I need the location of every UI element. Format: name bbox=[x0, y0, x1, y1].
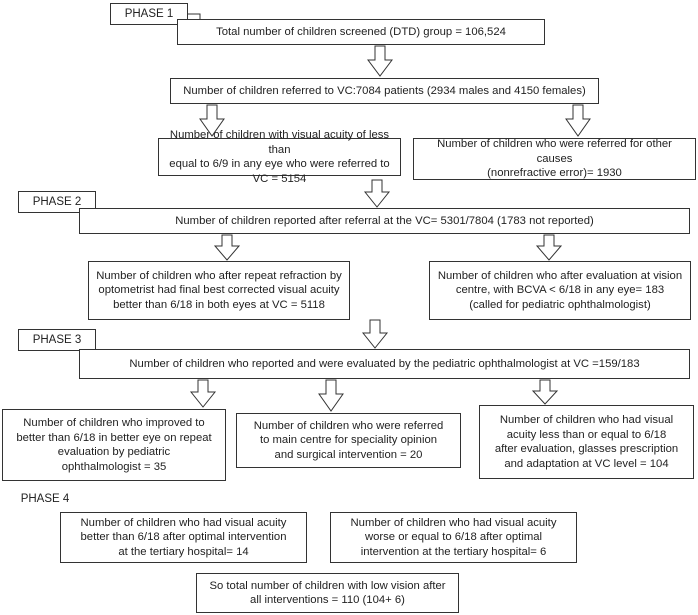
down-arrow-icon bbox=[531, 379, 559, 405]
down-arrow-icon bbox=[189, 379, 217, 408]
other-causes-box: Number of children who were referred for… bbox=[413, 138, 696, 180]
down-arrow-icon bbox=[535, 234, 563, 261]
reported-vc-box: Number of children reported after referr… bbox=[79, 208, 690, 234]
referred-vc-box: Number of children referred to VC:7084 p… bbox=[170, 78, 599, 104]
repeat-refraction-box: Number of children who after repeat refr… bbox=[88, 261, 350, 320]
better-tertiary-box: Number of children who had visual acuity… bbox=[60, 512, 307, 563]
phase-2-label: PHASE 2 bbox=[18, 191, 96, 213]
phase-4-label: PHASE 4 bbox=[6, 488, 84, 510]
glasses-box: Number of children who had visual acuity… bbox=[479, 405, 694, 479]
down-arrow-icon bbox=[367, 45, 393, 77]
phase-3-label: PHASE 3 bbox=[18, 329, 96, 351]
down-arrow-icon bbox=[565, 104, 591, 137]
down-arrow-icon bbox=[318, 379, 344, 412]
down-arrow-icon bbox=[361, 319, 389, 349]
worse-tertiary-box: Number of children who had visual acuity… bbox=[330, 512, 577, 563]
screened-box: Total number of children screened (DTD) … bbox=[177, 19, 545, 45]
down-arrow-icon bbox=[199, 104, 225, 137]
down-arrow-icon bbox=[213, 234, 241, 261]
pediatric-eval-box: Number of children who reported and were… bbox=[79, 349, 690, 379]
phase-1-label: PHASE 1 bbox=[110, 3, 188, 25]
down-arrow-icon bbox=[363, 179, 391, 208]
improved-box: Number of children who improved to bette… bbox=[2, 409, 226, 481]
total-low-vision-box: So total number of children with low vis… bbox=[196, 573, 459, 613]
bcva-less-box: Number of children who after evaluation … bbox=[429, 261, 691, 320]
main-centre-box: Number of children who were referred to … bbox=[236, 413, 461, 468]
connector-line bbox=[188, 13, 201, 19]
